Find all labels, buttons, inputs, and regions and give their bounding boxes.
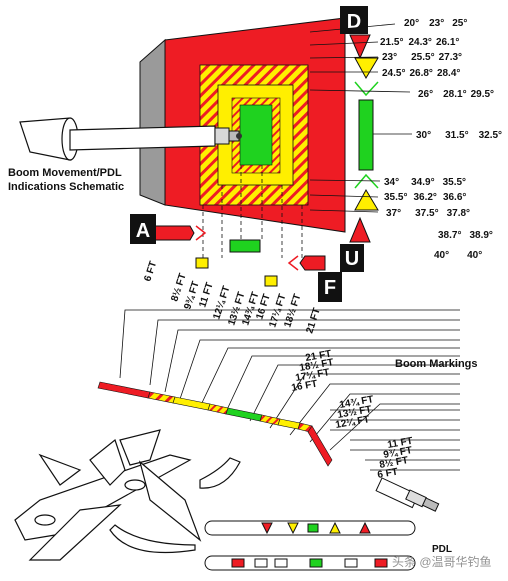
pdl-bar: PDL <box>204 520 452 571</box>
telescope-red-bar-left <box>154 225 195 241</box>
pdl-label: PDL <box>432 544 452 555</box>
pdl-telescope-indicators <box>154 225 326 287</box>
angle-row-7: 34°34.9°35.5° <box>384 177 466 188</box>
angle-row-6: 30°31.5°32.5° <box>416 130 502 141</box>
marking-yellow-1 <box>172 396 211 411</box>
elevation-yellow-arrow-top <box>354 57 379 80</box>
boom-length-labels: 6 FT 8½ FT 9¾ FT 11 FT 12¼ FT 13½ FT 14¾… <box>142 260 323 335</box>
pdl-bottom-white-3 <box>344 558 358 568</box>
schematic-title-line2: Indications Schematic <box>8 181 124 193</box>
angle-row-3: 23°25.5°27.3° <box>382 52 462 63</box>
boom-markings-lines <box>119 309 460 471</box>
boom-markings-title: Boom Markings <box>395 358 478 370</box>
telescope-green-bar <box>229 239 261 253</box>
angle-row-8: 35.5°36.2°36.6° <box>384 192 466 203</box>
marking-green <box>225 407 263 422</box>
marking-red-end <box>307 425 333 467</box>
marking-label: 6 FT <box>377 467 399 481</box>
ft-label: 21 FT <box>304 307 323 335</box>
pdl-top-green-marker <box>307 523 319 533</box>
aircraft-drawing <box>14 429 241 561</box>
elevation-red-arrow-top <box>349 34 371 60</box>
marking-labels: 21 FT 18½ FT 17¼ FT 16 FT 14¾ FT 13½ FT … <box>291 349 414 481</box>
badge-u <box>340 244 364 272</box>
marking-hatched-2 <box>207 403 229 415</box>
elevation-yellow-arrow-bottom <box>354 188 379 211</box>
telescope-outline-arrow-left <box>195 225 207 241</box>
green-zone <box>239 104 273 166</box>
elevation-outline-arrow-bottom <box>354 173 379 189</box>
elevation-red-arrow-bottom <box>349 216 371 243</box>
badge-d-label: D <box>347 11 361 33</box>
boom-tip-drawing <box>375 477 440 512</box>
marking-label: 9¾ FT <box>383 445 413 461</box>
watermark: 头条 @温哥华钓鱼 <box>392 555 492 569</box>
boom-nozzle-drawing <box>19 117 242 161</box>
ft-label: 6 FT <box>142 260 159 283</box>
angle-row-4: 24.5°26.8°28.4° <box>382 68 460 79</box>
angle-row-1: 20°23°25° <box>404 18 467 29</box>
pdl-top-red-marker-2 <box>359 521 371 534</box>
pdl-bottom-red-2 <box>374 558 388 568</box>
badge-d <box>340 6 368 34</box>
badge-f-label: F <box>324 277 336 299</box>
marking-hatched-1 <box>147 391 176 404</box>
pdl-top-yellow-marker <box>287 522 299 535</box>
pdl-top-yellow-marker-2 <box>329 521 341 534</box>
marking-label: 11 FT <box>387 436 414 451</box>
badge-a <box>130 214 156 244</box>
pdl-bottom-white-2 <box>274 558 288 568</box>
schematic-guide-lines <box>202 165 303 258</box>
pdl-elevation-indicators <box>349 34 379 243</box>
marking-label: 21 FT <box>305 349 333 364</box>
pdl-bottom-green <box>309 558 323 568</box>
angle-row-2: 21.5°24.3°26.1° <box>380 37 459 48</box>
angle-row-11: 40°40° <box>434 250 482 261</box>
angle-labels: 20°23°25° 21.5°24.3°26.1° 23°25.5°27.3° … <box>380 18 502 261</box>
telescope-yellow-marker-left <box>195 257 209 269</box>
schematic-side-shade <box>139 38 166 206</box>
marking-label: 8½ FT <box>379 455 409 471</box>
angle-row-5: 26°28.1°29.5° <box>418 89 494 100</box>
angle-row-9: 37°37.5°37.8° <box>386 208 470 219</box>
telescope-outline-arrow-right <box>287 255 299 271</box>
marking-label: 16 FT <box>291 379 319 394</box>
elevation-outline-arrow-top <box>354 81 379 97</box>
pdl-bottom-white-1 <box>254 558 268 568</box>
badge-a-label: A <box>136 220 150 242</box>
schematic-title-line1: Boom Movement/PDL <box>8 167 122 179</box>
pdl-bottom-red <box>231 558 245 568</box>
angle-leader-lines <box>309 23 412 213</box>
marking-yellow-2 <box>277 418 301 430</box>
badge-f <box>318 272 342 302</box>
marking-red-start <box>97 381 151 399</box>
telescope-yellow-marker-right <box>264 275 278 287</box>
angle-row-10: 38.7°38.9° <box>438 230 493 241</box>
telescope-red-bar-right <box>299 255 326 271</box>
elevation-green-bar <box>358 99 374 171</box>
marked-boom-tube <box>97 381 333 467</box>
pdl-top-red-marker <box>261 522 273 535</box>
badge-u-label: U <box>345 248 359 270</box>
